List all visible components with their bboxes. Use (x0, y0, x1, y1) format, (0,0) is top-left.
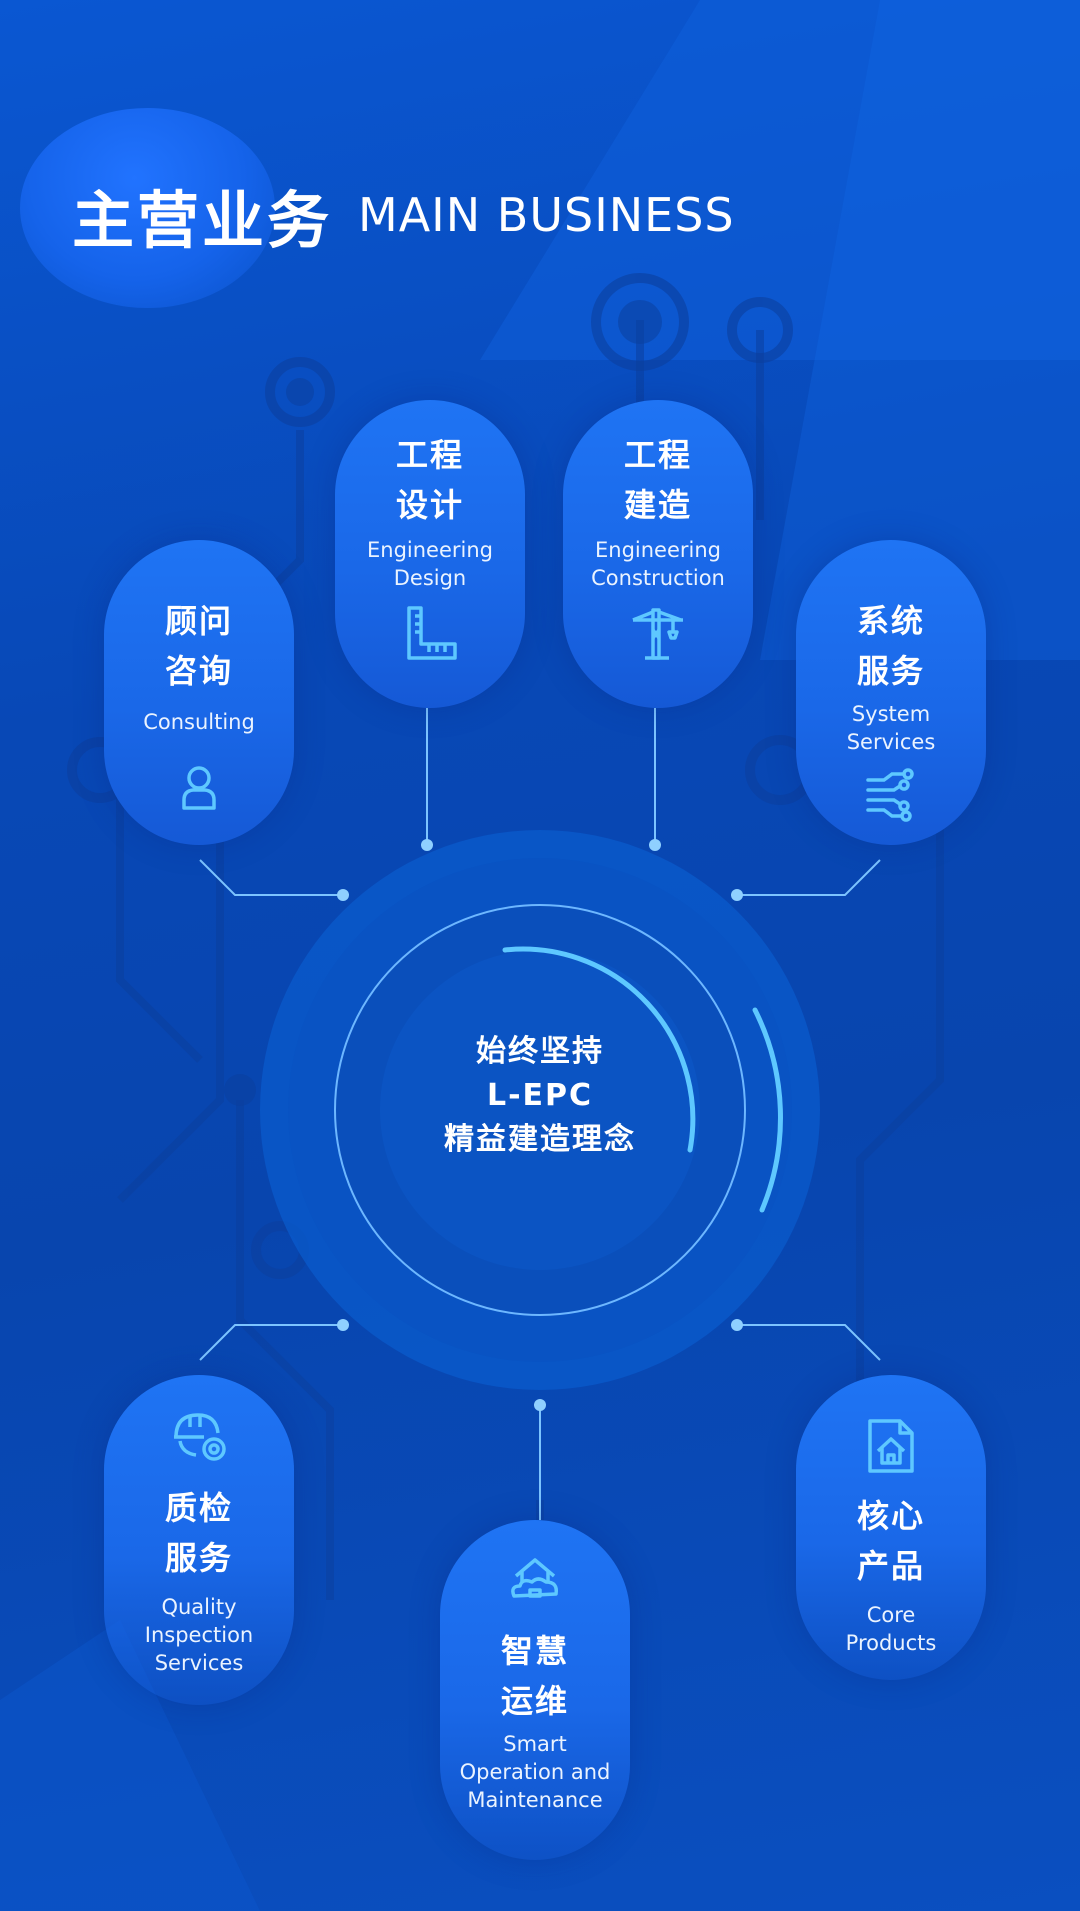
title-english: MAIN BUSINESS (358, 188, 735, 242)
hub-line2: L-EPC (486, 1078, 594, 1113)
card-engineering-construction[interactable]: 工程 建造 Engineering Construction (563, 400, 753, 708)
card-subtitle-line3: Maintenance (467, 1788, 603, 1812)
card-subtitle-line2: Construction (591, 566, 725, 590)
card-title-line1: 工程 (623, 436, 692, 474)
crane-icon (629, 604, 687, 662)
header-blob (20, 108, 275, 308)
card-subtitle-line1: Quality (161, 1595, 237, 1619)
card-title-line1: 核心 (856, 1497, 925, 1535)
hub-line3: 精益建造理念 (444, 1122, 636, 1157)
card-title-line1: 质检 (164, 1489, 233, 1527)
card-title-line1: 工程 (395, 436, 464, 474)
card-consulting[interactable]: 顾问 咨询 Consulting (104, 540, 294, 845)
hub-line1: 始终坚持 (476, 1034, 604, 1069)
card-title-line2: 服务 (856, 652, 925, 690)
title-chinese: 主营业务 (72, 184, 333, 257)
card-subtitle-line1: Engineering (595, 538, 721, 562)
smart-home-icon (506, 1550, 564, 1608)
card-subtitle: Consulting (143, 710, 255, 734)
card-system-services[interactable]: 系统 服务 System Services (796, 540, 986, 845)
card-subtitle-line1: Smart (503, 1732, 567, 1756)
card-title-line1: 系统 (856, 602, 925, 640)
card-subtitle-line2: Design (393, 566, 467, 590)
card-subtitle-line1: Engineering (367, 538, 493, 562)
card-title-line1: 顾问 (164, 602, 233, 640)
card-title-line2: 建造 (623, 486, 692, 524)
card-title-line1: 智慧 (500, 1632, 569, 1670)
card-title-line2: 运维 (500, 1682, 569, 1720)
card-title-line2: 产品 (856, 1547, 925, 1585)
card-subtitle-line3: Services (154, 1651, 244, 1675)
person-icon (170, 758, 228, 816)
card-title-line2: 设计 (395, 486, 464, 524)
circuit-icon (862, 766, 920, 824)
card-subtitle-line2: Inspection (144, 1623, 254, 1647)
card-subtitle-line1: System (851, 702, 931, 726)
card-subtitle-line2: Services (846, 730, 936, 754)
hardhat-icon (170, 1407, 228, 1465)
hub-text: 始终坚持 L-EPC 精益建造理念 (390, 1030, 690, 1162)
document-icon (862, 1417, 920, 1475)
card-smart-operation[interactable]: 智慧 运维 Smart Operation and Maintenance (440, 1520, 630, 1860)
card-title-line2: 服务 (164, 1539, 233, 1577)
page-title: 主营业务 MAIN BUSINESS (72, 170, 735, 260)
card-subtitle-line2: Operation and (459, 1760, 611, 1784)
card-subtitle-line2: Products (845, 1631, 937, 1655)
card-engineering-design[interactable]: 工程 设计 Engineering Design (335, 400, 525, 708)
ruler-icon (401, 604, 459, 662)
card-quality-inspection[interactable]: 质检 服务 Quality Inspection Services (104, 1375, 294, 1705)
card-core-products[interactable]: 核心 产品 Core Products (796, 1375, 986, 1680)
card-title-line2: 咨询 (164, 652, 233, 690)
card-subtitle-line1: Core (866, 1603, 916, 1627)
